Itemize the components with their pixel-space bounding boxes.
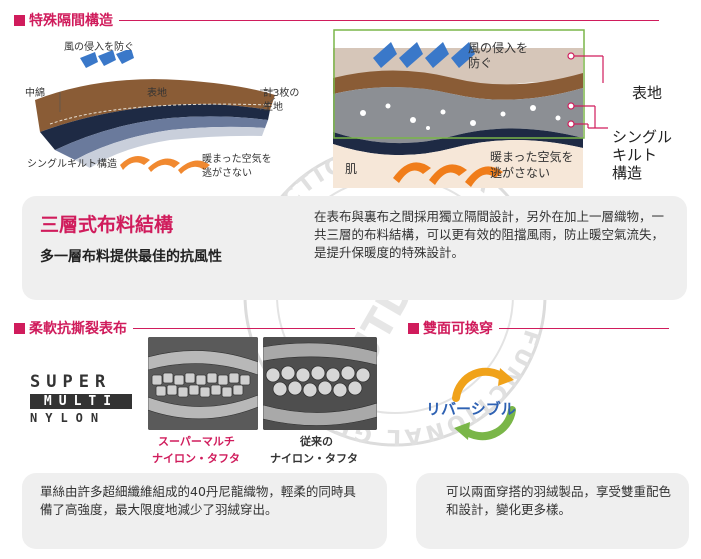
logo-top-text: SUPER (30, 372, 112, 392)
logo-mid-text: MULTI (30, 394, 132, 409)
reversible-info-panel: 可以兩面穿搭的羽絨製品，享受雙重配色和設計，變化更多樣。 (416, 473, 689, 549)
reversible-label: リバーシブル (426, 400, 516, 418)
section-divider (119, 19, 659, 21)
caption-conventional-1: 従来の (300, 435, 333, 448)
layer-structure-illustration (35, 50, 276, 174)
label-warm-1: 暖まった空気を (202, 154, 272, 165)
label-quilt-right-3: 構造 (612, 164, 643, 182)
wind-arrow-icon (80, 50, 134, 68)
label-warm-right-1: 暖まった空気を (490, 150, 574, 164)
label-quilt-right-1: シングル (612, 128, 673, 146)
super-multi-nylon-logo: SUPER MULTI NYLON (30, 372, 140, 425)
super-multi-nylon-micrograph (148, 337, 258, 430)
label-quilt-right-2: キルト (612, 146, 658, 164)
caption-super-multi-1: スーパーマルチ (158, 435, 235, 448)
conventional-nylon-micrograph (263, 337, 377, 430)
label-three-layer-2: 生地 (263, 102, 283, 113)
section-title-soft-fabric: 柔軟抗撕裂表布 (14, 318, 355, 338)
logo-bottom-text: NYLON (30, 411, 107, 425)
fabric-info-panel: 單絲由許多超細纖維組成的40丹尼龍織物，輕柔的同時具備了高強度，最大限度地減少了… (22, 473, 387, 549)
label-wind: 風の侵入を防ぐ (64, 42, 134, 53)
label-outer-right: 表地 (632, 84, 663, 102)
structure-info-panel: 三層式布料結構 多一層布料提供最佳的抗風性 在表布與裏布之間採用獨立隔間設計，另… (22, 196, 687, 300)
warm-arrow-icon (393, 162, 503, 187)
fabric-panel-body: 單絲由許多超細纖維組成的40丹尼龍織物，輕柔的同時具備了高強度，最大限度地減少了… (40, 484, 356, 517)
wind-arrow-icon (373, 42, 475, 68)
label-wind-right-2: 防ぐ (468, 56, 493, 70)
section-title-text: 柔軟抗撕裂表布 (29, 321, 127, 337)
panel-body: 在表布與裏布之間採用獨立隔間設計，另外在加上一層織物，一共三層的布料結構，可以更… (314, 209, 665, 260)
section-title-text: 雙面可換穿 (423, 321, 493, 337)
section-marker-icon (408, 322, 419, 334)
caption-super-multi-2: ナイロン・タフタ (152, 452, 240, 465)
caption-conventional-2: ナイロン・タフタ (270, 452, 358, 465)
quilt-cross-section-illustration (333, 29, 608, 188)
section-divider (133, 327, 355, 329)
section-title-special-structure: 特殊隔間構造 (14, 10, 659, 30)
label-quilt: シングルキルト構造 (27, 159, 117, 170)
section-divider (499, 327, 669, 329)
section-title-text: 特殊隔間構造 (29, 13, 113, 29)
label-wind-right-1: 風の侵入を (468, 41, 529, 55)
section-title-reversible: 雙面可換穿 (408, 318, 669, 338)
section-marker-icon (14, 14, 25, 26)
panel-heading: 三層式布料結構 (40, 214, 174, 236)
warm-arrow-icon (120, 156, 210, 174)
label-outer: 表地 (147, 88, 167, 99)
reversible-cycle-icon (452, 367, 516, 441)
section-marker-icon (14, 322, 25, 334)
reversible-panel-body: 可以兩面穿搭的羽絨製品，享受雙重配色和設計，變化更多樣。 (446, 484, 672, 517)
label-warm-2: 逃がさない (202, 168, 252, 179)
label-three-layer-1: 計3枚の (263, 88, 300, 99)
label-cotton: 中綿 (25, 88, 45, 99)
label-skin: 肌 (345, 162, 358, 176)
label-warm-right-2: 逃がさない (490, 166, 551, 180)
panel-subheading: 多一層布料提供最佳的抗風性 (40, 249, 222, 265)
